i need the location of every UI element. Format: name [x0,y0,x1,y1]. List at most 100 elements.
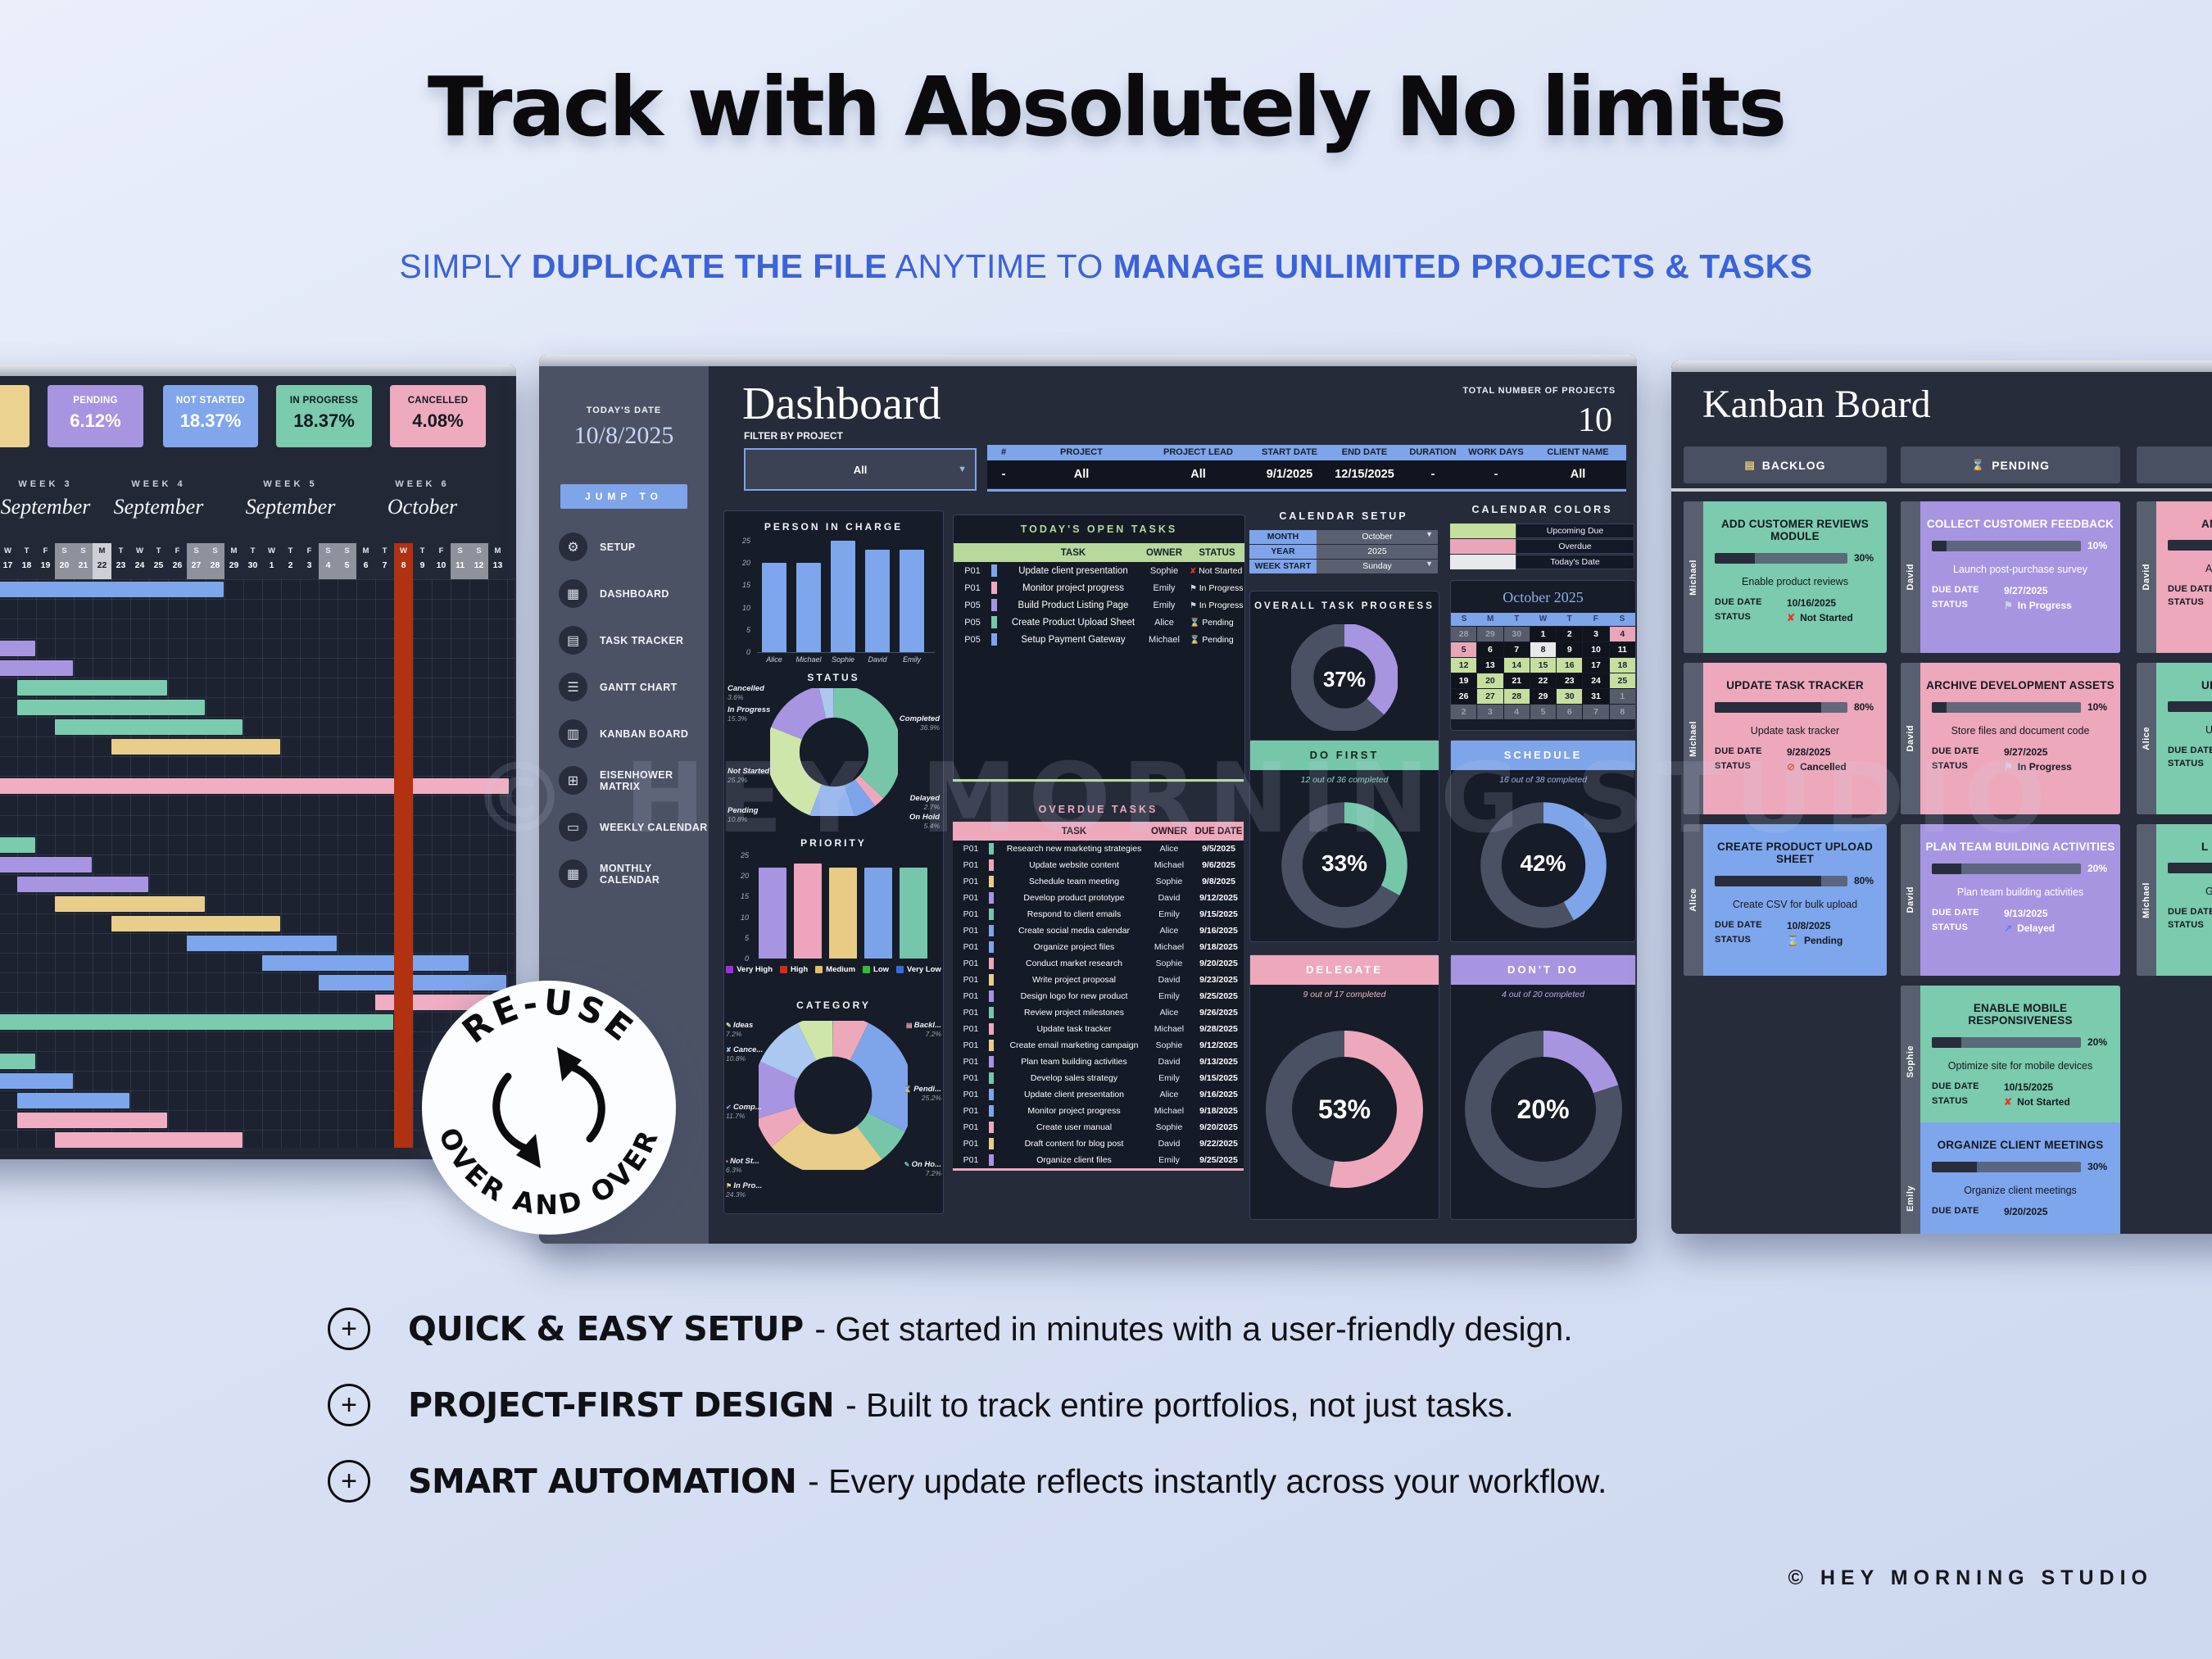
total-projects-value: 10 [1578,401,1612,439]
kanban-title: Kanban Board [1702,383,1931,426]
kanban-column-header-pending[interactable]: ⌛PENDING [1901,446,2120,483]
project-table-value: 9/1/2025 [1266,468,1313,481]
project-table-value: All [1190,468,1206,481]
kanban-column-header-backlog[interactable]: ▤BACKLOG [1684,446,1887,483]
gantt-task-bar [0,660,73,676]
sidebar-item-gantt-chart[interactable]: ☰GANTT CHART [539,664,709,710]
quadrant-progress-value: 42% [1520,850,1566,876]
recycle-arrowheads [516,1047,582,1168]
card-status-row: STATUS✘Not Started [1715,612,1853,623]
calendar-day: 29 [1477,627,1503,641]
card-description: Optimize site for mobile devices [1947,1060,2093,1072]
calendar-day: 4 [1503,705,1530,719]
card-owner-strip: Sophie [1901,986,1920,1137]
project-filter-dropdown[interactable]: All ▼ [744,448,977,491]
calendar-day: 24 [1583,673,1609,688]
calendar-day: 5 [1451,642,1477,657]
calendar-day: 6 [1557,705,1583,719]
kanban-column-header[interactable] [2137,446,2212,483]
donut-chart [1266,1031,1423,1188]
card-description: Up [2205,724,2212,736]
axis-tick: 25 [740,851,749,859]
chevron-down-icon: ▼ [1426,560,1433,568]
calendar-day: 26 [1451,689,1477,704]
sidebar-item-monthly-calendar[interactable]: ▦MONTHLY CALENDAR [539,850,709,897]
calendar-day: 18 [1609,658,1635,673]
card-description: Store files and document code [1951,725,2090,737]
gantt-task-bar [0,582,224,597]
sidebar-item-setup[interactable]: ⚙SETUP [539,524,709,570]
quadrant-subtext: 16 out of 38 completed [1499,775,1587,785]
calendar-day: 29 [1530,689,1557,704]
card-status-row: STATUS⊘Cancelled [1715,761,1847,773]
calendar-day: 31 [1583,689,1609,704]
legend-item: Medium [815,965,855,974]
category-chart-title: CATEGORY [796,999,871,1011]
calendar-day: 28 [1451,627,1477,641]
project-table-value: All [1073,468,1090,481]
calendar-dow: S [1461,614,1467,623]
sidebar-item-kanban-board[interactable]: ▥KANBAN BOARD [539,710,709,757]
sidebar-item-task-tracker[interactable]: ▤TASK TRACKER [539,617,709,664]
person-bar-label: David [868,655,887,664]
axis-tick: 15 [741,581,750,590]
copyright: © HEY MORNING STUDIO [1788,1566,2153,1589]
sidebar-item-dashboard[interactable]: ▦DASHBOARD [539,570,709,617]
legend-swatch [726,966,734,973]
card-progress-bar: 10% [1932,701,2107,713]
calendar-day: 28 [1503,689,1530,704]
card-progress-bar: 80% [1715,875,1874,886]
project-table-header: START DATE [1261,447,1318,457]
gantt-task-bar [111,739,280,755]
card-owner-strip: David [1901,501,1920,653]
card-progress-bar: 30% [1932,1161,2107,1172]
sidebar-item-weekly-calendar[interactable]: ▭WEEKLY CALENDAR [539,804,709,850]
card-status-row: STATUS↗Delayed [1932,922,2056,934]
sidebar-item-eisenhower-matrix[interactable]: ⊞EISENHOWER MATRIX [539,757,709,804]
calendar-day: 15 [1530,658,1557,673]
jump-to-button[interactable]: JUMP TO [560,484,687,509]
card-title: UPDA [2201,679,2212,691]
color-swatch [1450,539,1516,554]
axis-tick: 10 [741,603,750,612]
card-progress-bar [2168,863,2212,873]
priority-bar [759,868,786,959]
total-projects-label: TOTAL NUMBER OF PROJECTS [1462,386,1616,396]
priority-bar [829,868,857,959]
chevron-down-icon: ▼ [1426,530,1433,538]
